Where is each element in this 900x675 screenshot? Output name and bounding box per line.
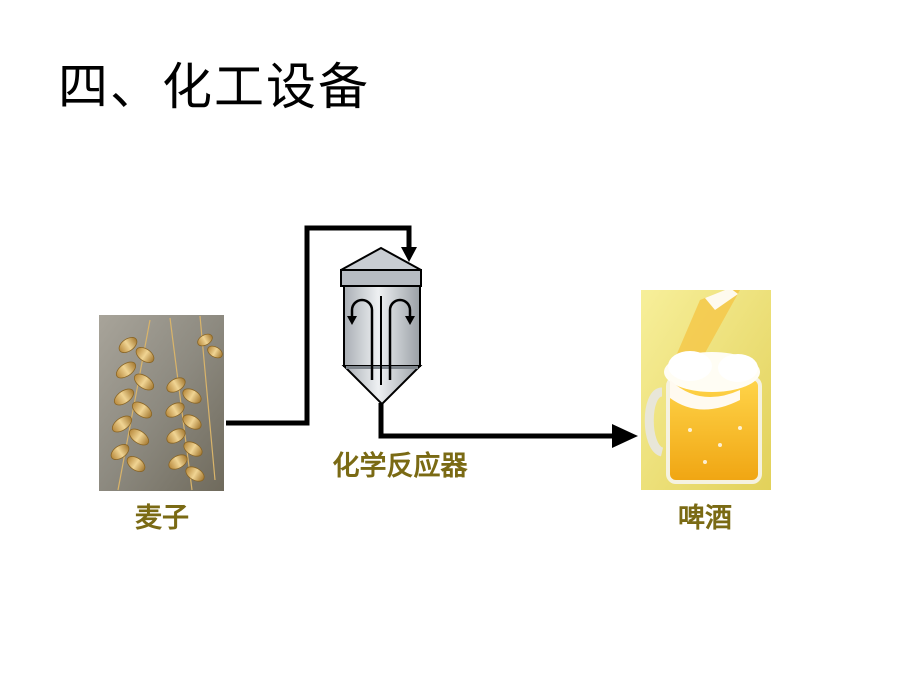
beer-label: 啤酒	[678, 503, 732, 534]
flow-lines	[226, 225, 622, 439]
reactor-vessel	[340, 246, 423, 406]
wheat-label: 麦子	[135, 503, 189, 534]
beer-image	[641, 288, 771, 490]
product-pipe	[378, 403, 622, 439]
product-arrowhead	[612, 424, 638, 448]
feed-pipe	[226, 225, 412, 426]
reactor-label: 化学反应器	[333, 450, 469, 482]
feed-arrowhead	[401, 247, 417, 262]
slide-title: 四、化工设备	[58, 58, 370, 116]
wheat-image	[99, 315, 224, 491]
